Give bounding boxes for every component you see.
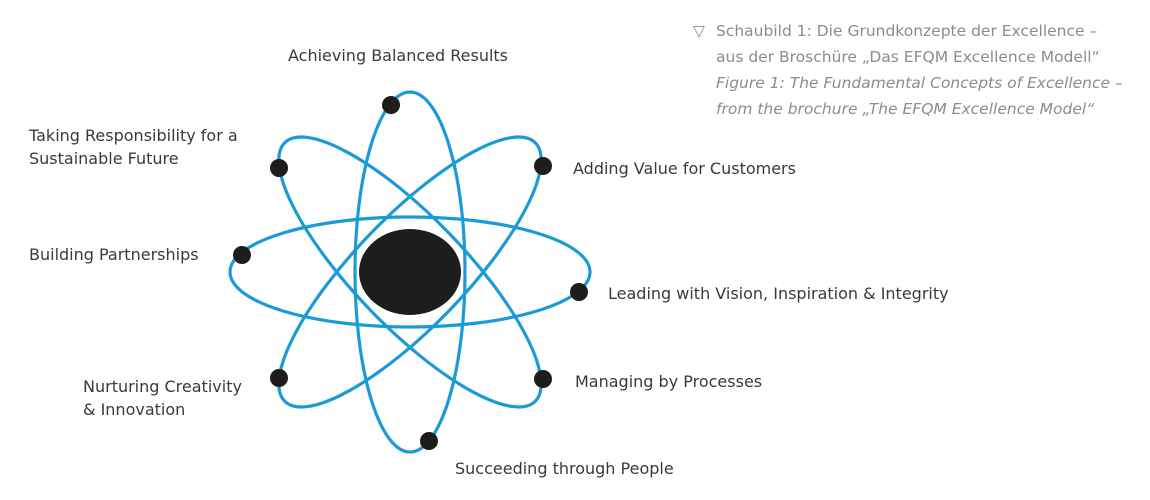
caption-line-english-1: Figure 1: The Fundamental Concepts of Ex… [716,74,1123,92]
electron-creativity [270,369,288,387]
electron-leadership [570,283,588,301]
electron-partnerships [233,246,251,264]
label-partnerships: Building Partnerships [29,245,199,264]
label-leadership: Leading with Vision, Inspiration & Integ… [608,284,949,303]
electron-customer-value [534,157,552,175]
label-customer-value: Adding Value for Customers [573,159,796,178]
label-creativity-line-1: Nurturing Creativity [83,377,242,396]
orbit-diagonal-left [277,135,543,409]
electron-people [420,432,438,450]
label-sustainability-line-2: Sustainable Future [29,149,179,168]
triangle-down-icon: ▽ [693,22,705,40]
label-creativity-line-2: & Innovation [83,400,186,419]
label-balanced-results: Achieving Balanced Results [288,46,509,65]
label-processes: Managing by Processes [575,372,763,391]
label-people: Succeeding through People [455,459,674,478]
orbit-vertical [353,90,467,454]
orbit-horizontal [228,215,592,329]
figure-caption: ▽Schaubild 1: Die Grundkonzepte der Exce… [693,18,1143,122]
label-sustainability: Taking Responsibility for a Sustainable … [29,124,238,170]
electron-balanced-results [382,96,400,114]
nucleus [359,229,461,315]
label-sustainability-line-1: Taking Responsibility for a [29,126,238,145]
caption-line-english-2: from the brochure „The EFQM Excellence M… [716,100,1095,118]
electron-processes [534,370,552,388]
orbit-diagonal-right [277,135,543,409]
label-creativity: Nurturing Creativity & Innovation [83,375,242,421]
caption-line-german-2: aus der Broschüre „Das EFQM Excellence M… [716,48,1100,66]
caption-line-german-1: ▽Schaubild 1: Die Grundkonzepte der Exce… [693,18,1143,44]
electron-sustainability [270,159,288,177]
